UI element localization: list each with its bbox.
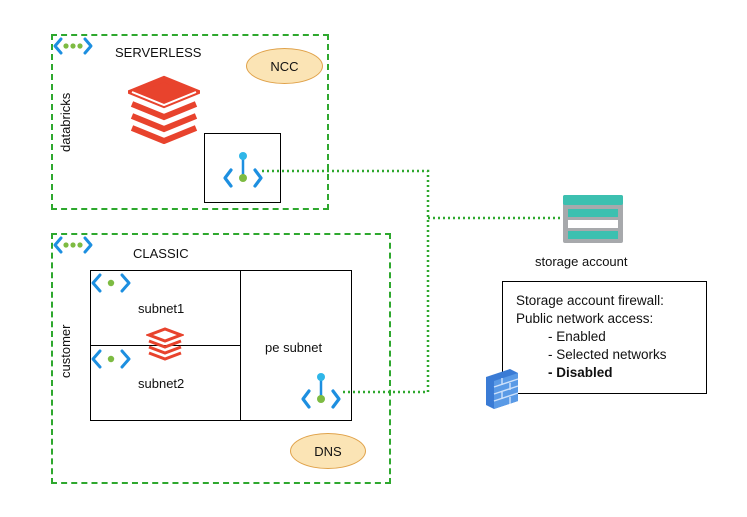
- storage-account-icon: [563, 195, 623, 243]
- private-endpoint-icon: [223, 152, 263, 188]
- classic-title: CLASSIC: [133, 246, 189, 261]
- subnet-icon: [91, 273, 131, 293]
- dns-oval: DNS: [290, 433, 366, 469]
- storage-account-label: storage account: [535, 254, 628, 269]
- firewall-icon: [486, 369, 519, 409]
- option-selected-networks: - Selected networks: [548, 347, 667, 362]
- serverless-title: SERVERLESS: [115, 45, 202, 60]
- databricks-logo-icon: [146, 327, 184, 361]
- serverless-endpoint-connector: [262, 169, 430, 394]
- subnet2-label: subnet2: [138, 376, 185, 391]
- private-endpoint-icon: [301, 373, 341, 409]
- classic-vnet-boundary: [51, 233, 391, 484]
- firewall-settings-box: Storage account firewall: Public network…: [502, 281, 707, 394]
- firewall-heading: Storage account firewall:: [516, 293, 664, 308]
- public-access-heading: Public network access:: [516, 311, 654, 326]
- databricks-logo-icon: [128, 75, 200, 144]
- pe-subnet-label: pe subnet: [265, 340, 323, 355]
- subnet1-label: subnet1: [138, 301, 185, 316]
- option-disabled: - Disabled: [548, 365, 613, 380]
- dns-label: DNS: [314, 443, 342, 459]
- ncc-oval: NCC: [246, 48, 323, 84]
- vnet-icon: [53, 37, 93, 55]
- serverless-vnet-boundary: [51, 34, 329, 210]
- vnet-icon: [53, 236, 93, 254]
- ncc-label: NCC: [270, 58, 299, 74]
- option-enabled: - Enabled: [548, 329, 606, 344]
- subnet-icon: [91, 349, 131, 369]
